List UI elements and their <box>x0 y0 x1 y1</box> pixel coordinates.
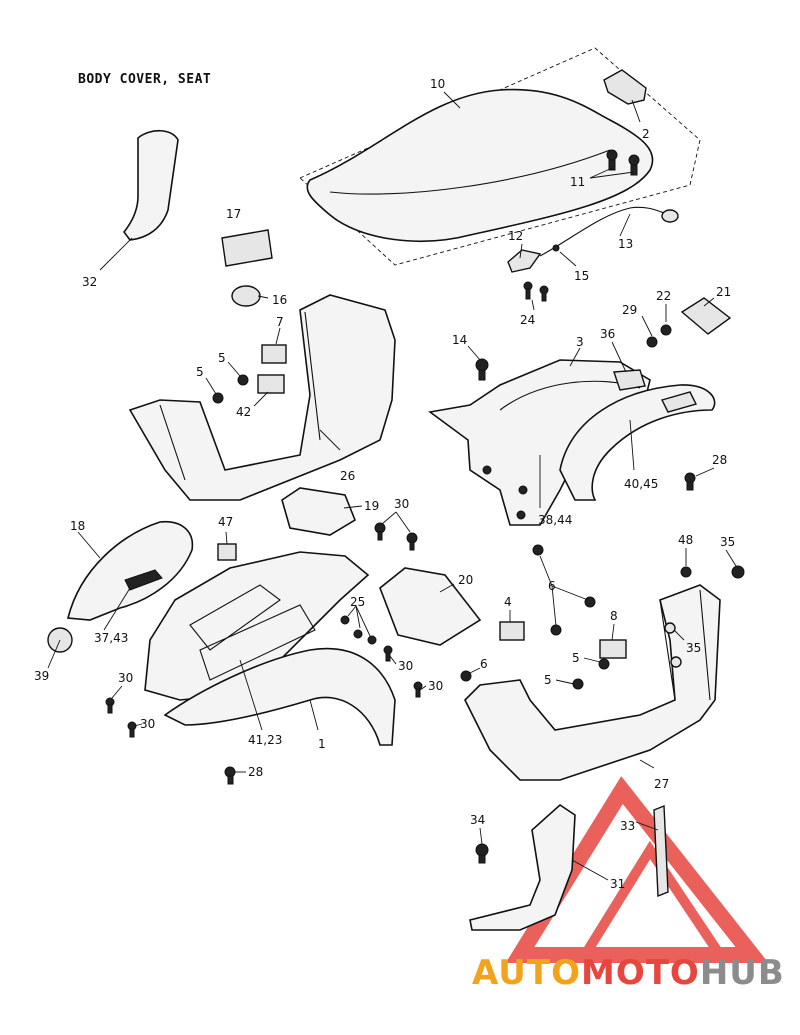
label-p37_43: 37,43 <box>94 631 128 645</box>
label-p22: 22 <box>656 289 671 303</box>
label-p3: 3 <box>576 335 584 349</box>
label-p19: 19 <box>364 499 379 513</box>
front-body-cover-1 <box>144 551 396 746</box>
label-p6b: 6 <box>480 657 488 671</box>
strip-33 <box>653 804 669 898</box>
label-p4: 4 <box>504 595 512 609</box>
label-p30a: 30 <box>394 497 409 511</box>
label-p15: 15 <box>574 269 589 283</box>
label-p29: 29 <box>622 303 637 317</box>
label-p40_45: 40,45 <box>624 477 658 491</box>
seat-bracket <box>603 69 647 105</box>
side-cover-32 <box>122 129 179 241</box>
label-p17: 17 <box>226 207 241 221</box>
bolts-6 <box>460 544 596 682</box>
watermark-part1: AUTO <box>472 953 581 993</box>
label-p21: 21 <box>716 285 731 299</box>
front-fender-18 <box>66 521 194 621</box>
label-p30d: 30 <box>118 671 133 685</box>
bolt-35 <box>731 565 745 579</box>
label-p2: 2 <box>642 127 650 141</box>
watermark-text: AUTOMOTOHUB <box>472 953 785 993</box>
label-p47: 47 <box>218 515 233 529</box>
clips-25 <box>340 615 377 645</box>
leader-lines <box>47 91 737 881</box>
rear-fender-3 <box>428 359 651 526</box>
label-p1: 1 <box>318 737 326 751</box>
seat-bolts <box>606 149 640 176</box>
rear-reflector <box>646 297 732 348</box>
part-labels: 10 2 11 12 13 15 24 29 22 21 32 17 16 7 … <box>34 77 735 891</box>
label-p5d: 5 <box>544 673 552 687</box>
bolt-28-bottom <box>224 766 236 785</box>
label-p41_23: 41,23 <box>248 733 282 747</box>
seat-assembly <box>299 47 701 266</box>
label-p18: 18 <box>70 519 85 533</box>
label-p26: 26 <box>340 469 355 483</box>
label-p16: 16 <box>272 293 287 307</box>
label-p33: 33 <box>620 819 635 833</box>
label-p5c: 5 <box>572 651 580 665</box>
label-p30c: 30 <box>428 679 443 693</box>
label-p24: 24 <box>520 313 535 327</box>
clips-30-left <box>105 645 423 738</box>
watermark-part2: MOTO <box>580 953 700 993</box>
label-p34: 34 <box>470 813 485 827</box>
label-p31: 31 <box>610 877 625 891</box>
label-p28a: 28 <box>712 453 727 467</box>
bolt-34 <box>475 843 489 864</box>
bolt-14 <box>475 358 489 381</box>
label-p28b: 28 <box>248 765 263 779</box>
part-19 <box>281 487 356 536</box>
label-p42: 42 <box>236 405 251 419</box>
label-p7: 7 <box>276 315 284 329</box>
label-p5a: 5 <box>218 351 226 365</box>
label-4 <box>499 621 525 641</box>
part-47 <box>217 543 237 561</box>
label-p38_44: 38,44 <box>538 513 572 527</box>
label-p39: 39 <box>34 669 49 683</box>
label-p13: 13 <box>618 237 633 251</box>
side-trim-31 <box>469 803 576 931</box>
part-20 <box>379 567 482 646</box>
rear-guard-40-45 <box>559 384 716 501</box>
label-p48: 48 <box>678 533 693 547</box>
label-8 <box>599 639 627 659</box>
label-p20: 20 <box>458 573 473 587</box>
watermark-part3: HUB <box>699 953 785 993</box>
label-p10: 10 <box>430 77 445 91</box>
clips-30-center <box>374 522 418 551</box>
label-p14: 14 <box>452 333 467 347</box>
label-p35b: 35 <box>686 641 701 655</box>
right-floor-panel-27 <box>464 584 721 781</box>
label-p27: 27 <box>654 777 669 791</box>
label-p5b: 5 <box>196 365 204 379</box>
seat-cable <box>507 206 679 273</box>
left-floor-panel-26 <box>128 294 396 501</box>
label-p32: 32 <box>82 275 97 289</box>
label-p30b: 30 <box>398 659 413 673</box>
label-p35a: 35 <box>720 535 735 549</box>
bolts-5-left <box>212 374 249 404</box>
ring-16 <box>231 285 261 307</box>
label-p11: 11 <box>570 175 585 189</box>
bolt-28-right <box>684 472 696 491</box>
label-p25: 25 <box>350 595 365 609</box>
label-p30e: 30 <box>140 717 155 731</box>
label-p36: 36 <box>600 327 615 341</box>
part-48 <box>680 566 692 578</box>
label-p12: 12 <box>508 229 523 243</box>
label-17 <box>221 229 273 267</box>
diagram-title: BODY COVER, SEAT <box>78 72 212 87</box>
label-p8: 8 <box>610 609 618 623</box>
bolts-24 <box>523 281 549 302</box>
label-p6a: 6 <box>548 579 556 593</box>
